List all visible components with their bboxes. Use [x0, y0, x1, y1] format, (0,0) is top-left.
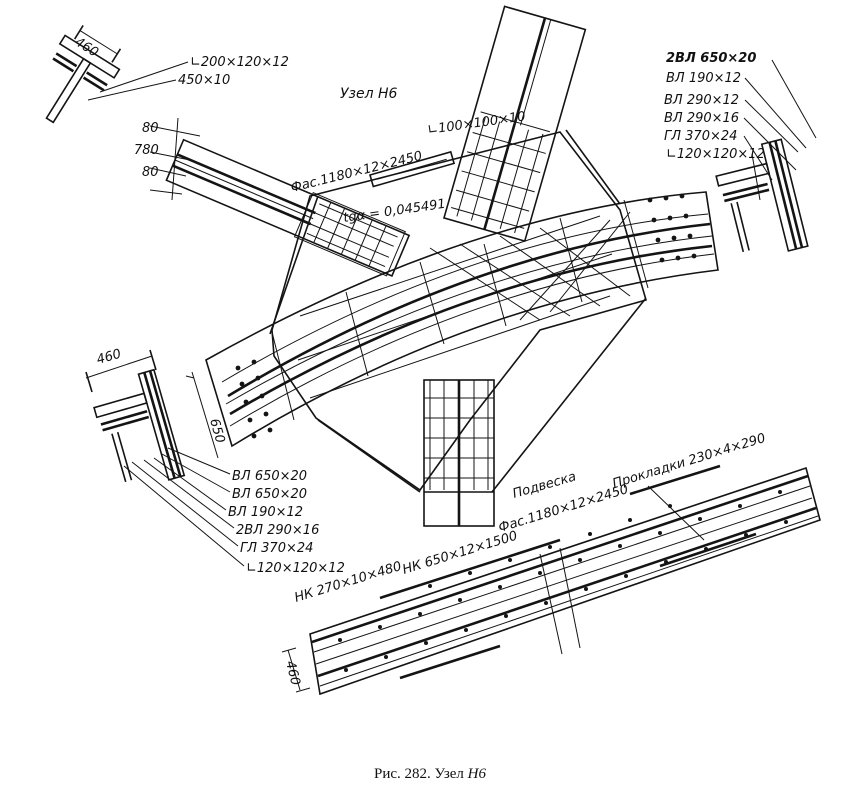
gusset-bolts: [235, 193, 697, 439]
left-member-bolt-grid: [306, 202, 398, 268]
left-label-6: ∟120×120×12: [246, 561, 345, 576]
top-left-section: 460 ∟200×120×12 450×10: [45, 25, 289, 124]
bottom-dim-width: 460: [282, 659, 303, 687]
left-section: 460 650 ВЛ 650×20 ВЛ 650×20 ВЛ 190×12 2В…: [85, 347, 345, 576]
right-label-5: ГЛ 370×24: [664, 129, 737, 144]
left-member-dim-1: 80: [142, 121, 159, 136]
main-node-assembly: [205, 129, 719, 493]
label-shims: Прокладки 230×4×290: [611, 431, 768, 492]
right-label-3: ВЛ 290×12: [664, 93, 739, 108]
bottom-elevation-bolts: [338, 490, 788, 672]
right-label-2: ВЛ 190×12: [666, 71, 741, 86]
node-title: Узел Н6: [340, 86, 398, 102]
left-label-2: ВЛ 650×20: [232, 487, 307, 502]
right-label-6: ∟120×120×12: [666, 147, 765, 162]
left-label-3: ВЛ 190×12: [228, 505, 303, 520]
right-label-1: 2ВЛ 650×20: [666, 51, 756, 66]
left-member-dim-3: 80: [142, 165, 159, 180]
top-left-label-angle: ∟200×120×12: [190, 55, 289, 70]
left-label-4: 2ВЛ 290×16: [236, 523, 319, 538]
caption-prefix: Рис. 282. Узел: [374, 766, 468, 782]
left-member-slope: tgα = 0,045491: [342, 197, 446, 226]
left-section-dim-width: 460: [95, 347, 123, 368]
caption-node: Н6: [467, 766, 487, 782]
upper-member-bolt-grid: [451, 117, 546, 234]
figure-caption: Рис. 282. Узел Н6: [374, 766, 486, 782]
curved-chord: [205, 191, 719, 448]
top-left-dim-width: 460: [72, 35, 101, 61]
upper-vertical-member: [442, 5, 587, 243]
left-section-dim-height: 650: [206, 417, 227, 445]
right-section-outline: [715, 138, 809, 253]
top-left-label-plate: 450×10: [178, 73, 230, 88]
right-section: 2ВЛ 650×20 ВЛ 190×12 ВЛ 290×12 ВЛ 290×16…: [664, 51, 817, 253]
left-section-outline: [93, 368, 186, 483]
left-label-5: ГЛ 370×24: [240, 541, 313, 556]
hanger-member: Подвеска: [423, 379, 578, 527]
bottom-elevation: 460 Фас.1180×12×2450 Прокладки 230×4×290…: [281, 431, 821, 696]
left-member-dim-2: 780: [134, 143, 159, 158]
top-left-section-outline: [45, 25, 122, 124]
gusset-outline: [269, 129, 647, 493]
left-label-1: ВЛ 650×20: [232, 469, 307, 484]
right-label-4: ВЛ 290×16: [664, 111, 739, 126]
label-hanger: Подвеска: [511, 469, 578, 501]
